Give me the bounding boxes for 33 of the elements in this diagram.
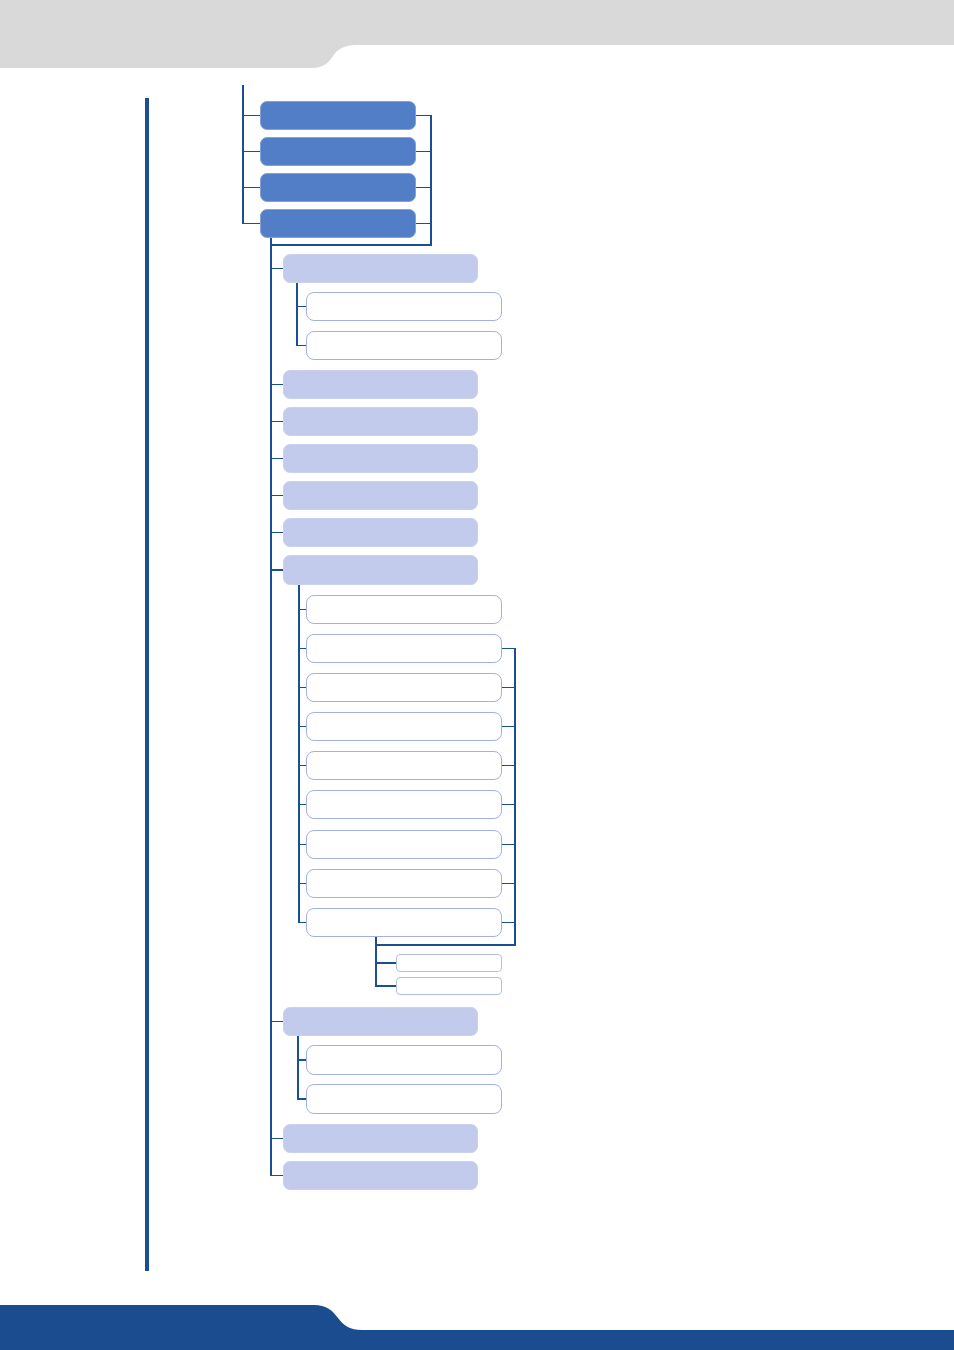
outlined-box bbox=[306, 790, 502, 819]
outlined-box bbox=[306, 292, 502, 321]
shaded-box bbox=[283, 370, 478, 399]
outlined-box bbox=[306, 1084, 502, 1114]
shaded-box bbox=[283, 254, 478, 283]
filled-box bbox=[260, 173, 416, 202]
filled-box bbox=[260, 209, 416, 238]
filled-box bbox=[260, 101, 416, 130]
shaded-box bbox=[283, 1161, 478, 1190]
connector-line bbox=[375, 921, 516, 987]
outlined-box bbox=[306, 712, 502, 741]
outlined-box bbox=[306, 673, 502, 702]
connector-line bbox=[296, 282, 307, 347]
outlined-box bbox=[306, 595, 502, 624]
outlined-box bbox=[306, 869, 502, 898]
shaded-box bbox=[283, 407, 478, 436]
connector-line bbox=[297, 1035, 307, 1100]
outlined-box bbox=[306, 751, 502, 780]
outlined-box bbox=[306, 908, 502, 937]
shaded-box bbox=[283, 481, 478, 510]
filled-box bbox=[260, 137, 416, 166]
shaded-box bbox=[283, 1124, 478, 1153]
outlined-box bbox=[306, 1045, 502, 1075]
shaded-box bbox=[283, 518, 478, 547]
shaded-box bbox=[283, 1007, 478, 1036]
connector-line bbox=[242, 84, 261, 225]
outlined-box bbox=[306, 331, 502, 360]
shaded-box bbox=[283, 444, 478, 473]
small-outlined-box bbox=[396, 977, 502, 995]
outlined-box bbox=[306, 634, 502, 663]
outlined-box bbox=[306, 830, 502, 859]
shaded-box bbox=[283, 555, 478, 585]
small-outlined-box bbox=[396, 954, 502, 972]
